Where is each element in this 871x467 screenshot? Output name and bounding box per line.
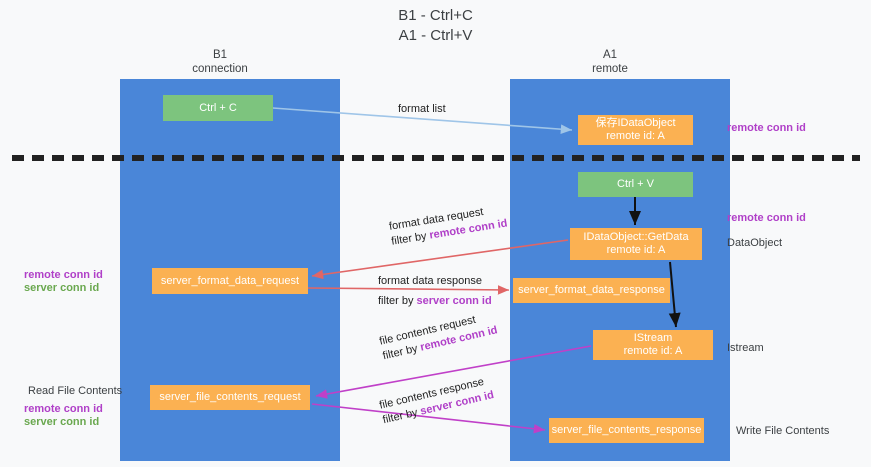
node-ctrl-c-label: Ctrl + C xyxy=(199,101,237,114)
node-ctrl-v-label: Ctrl + V xyxy=(617,178,654,190)
side-label-write-file-contents: Write File Contents xyxy=(736,425,830,437)
side-label-istream: Istream xyxy=(727,342,764,354)
side-label-remote-conn-id-top: remote conn id xyxy=(727,122,806,134)
left-key-server-conn-id-lower: server conn id xyxy=(24,416,100,428)
node-server-file-contents-request[interactable]: server_file_contents_request xyxy=(150,385,310,410)
column-header-b1-role: connection xyxy=(192,63,248,75)
side-label-dataobject: DataObject xyxy=(727,237,783,249)
node-idataobject-getdata[interactable]: IDataObject::GetData remote id: A xyxy=(570,228,702,260)
edge-label-format-data-response-filter: filter by server conn id xyxy=(378,294,492,309)
title-line-1: B1 - Ctrl+C xyxy=(398,7,473,24)
node-save-idataobject[interactable]: 保存IDataObject remote id: A xyxy=(578,115,693,145)
phase-divider xyxy=(12,155,860,161)
column-header-b1: B1 connection xyxy=(110,48,330,76)
column-header-a1-role: remote xyxy=(592,63,628,75)
node-server-format-data-request[interactable]: server_format_data_request xyxy=(152,268,308,294)
column-header-b1-name: B1 xyxy=(212,49,228,61)
node-server-file-contents-request-label: server_file_contents_request xyxy=(159,391,301,403)
node-idataobject-getdata-sub: remote id: A xyxy=(606,244,666,256)
node-ctrl-c[interactable]: Ctrl + C xyxy=(163,95,273,121)
node-ctrl-v[interactable]: Ctrl + V xyxy=(578,172,693,197)
edge-label-file-contents-request: file contents request filter by remote c… xyxy=(378,309,499,365)
side-label-read-file-contents: Read File Contents xyxy=(28,385,123,397)
node-server-format-data-response-label: server_format_data_response xyxy=(518,284,665,296)
column-header-a1-name: A1 xyxy=(602,49,618,61)
node-idataobject-getdata-label: IDataObject::GetData xyxy=(583,231,689,243)
edge-label-format-data-response-title: format data response xyxy=(378,275,482,287)
column-header-a1: A1 remote xyxy=(500,48,720,76)
node-save-idataobject-sub: remote id: A xyxy=(606,130,665,142)
edge-label-file-contents-response: file contents response filter by server … xyxy=(378,373,496,428)
left-key-remote-conn-id-upper: remote conn id xyxy=(24,269,103,281)
node-istream-sub: remote id: A xyxy=(623,345,683,357)
node-server-format-data-response[interactable]: server_format_data_response xyxy=(513,278,670,303)
edge-label-format-data-response: format data response filter by server co… xyxy=(378,274,492,309)
left-key-server-conn-id-upper: server conn id xyxy=(24,282,100,294)
node-save-idataobject-label: 保存IDataObject xyxy=(595,117,676,129)
page-title: B1 - Ctrl+C A1 - Ctrl+V xyxy=(0,6,871,46)
filter-prefix: filter by xyxy=(378,295,417,307)
edge-label-format-list: format list xyxy=(398,103,446,115)
side-label-remote-conn-id-mid: remote conn id xyxy=(727,212,806,224)
filter-key-server-conn-id: server conn id xyxy=(416,295,492,307)
title-line-2: A1 - Ctrl+V xyxy=(398,27,473,44)
node-server-file-contents-response-label: server_file_contents_response xyxy=(551,424,702,436)
node-server-file-contents-response[interactable]: server_file_contents_response xyxy=(549,418,704,443)
node-server-format-data-request-label: server_format_data_request xyxy=(160,274,300,287)
left-key-remote-conn-id-lower: remote conn id xyxy=(24,403,103,415)
node-istream[interactable]: IStream remote id: A xyxy=(593,330,713,360)
edge-label-format-data-request: format data request filter by remote con… xyxy=(388,202,509,250)
node-istream-label: IStream xyxy=(633,332,673,344)
